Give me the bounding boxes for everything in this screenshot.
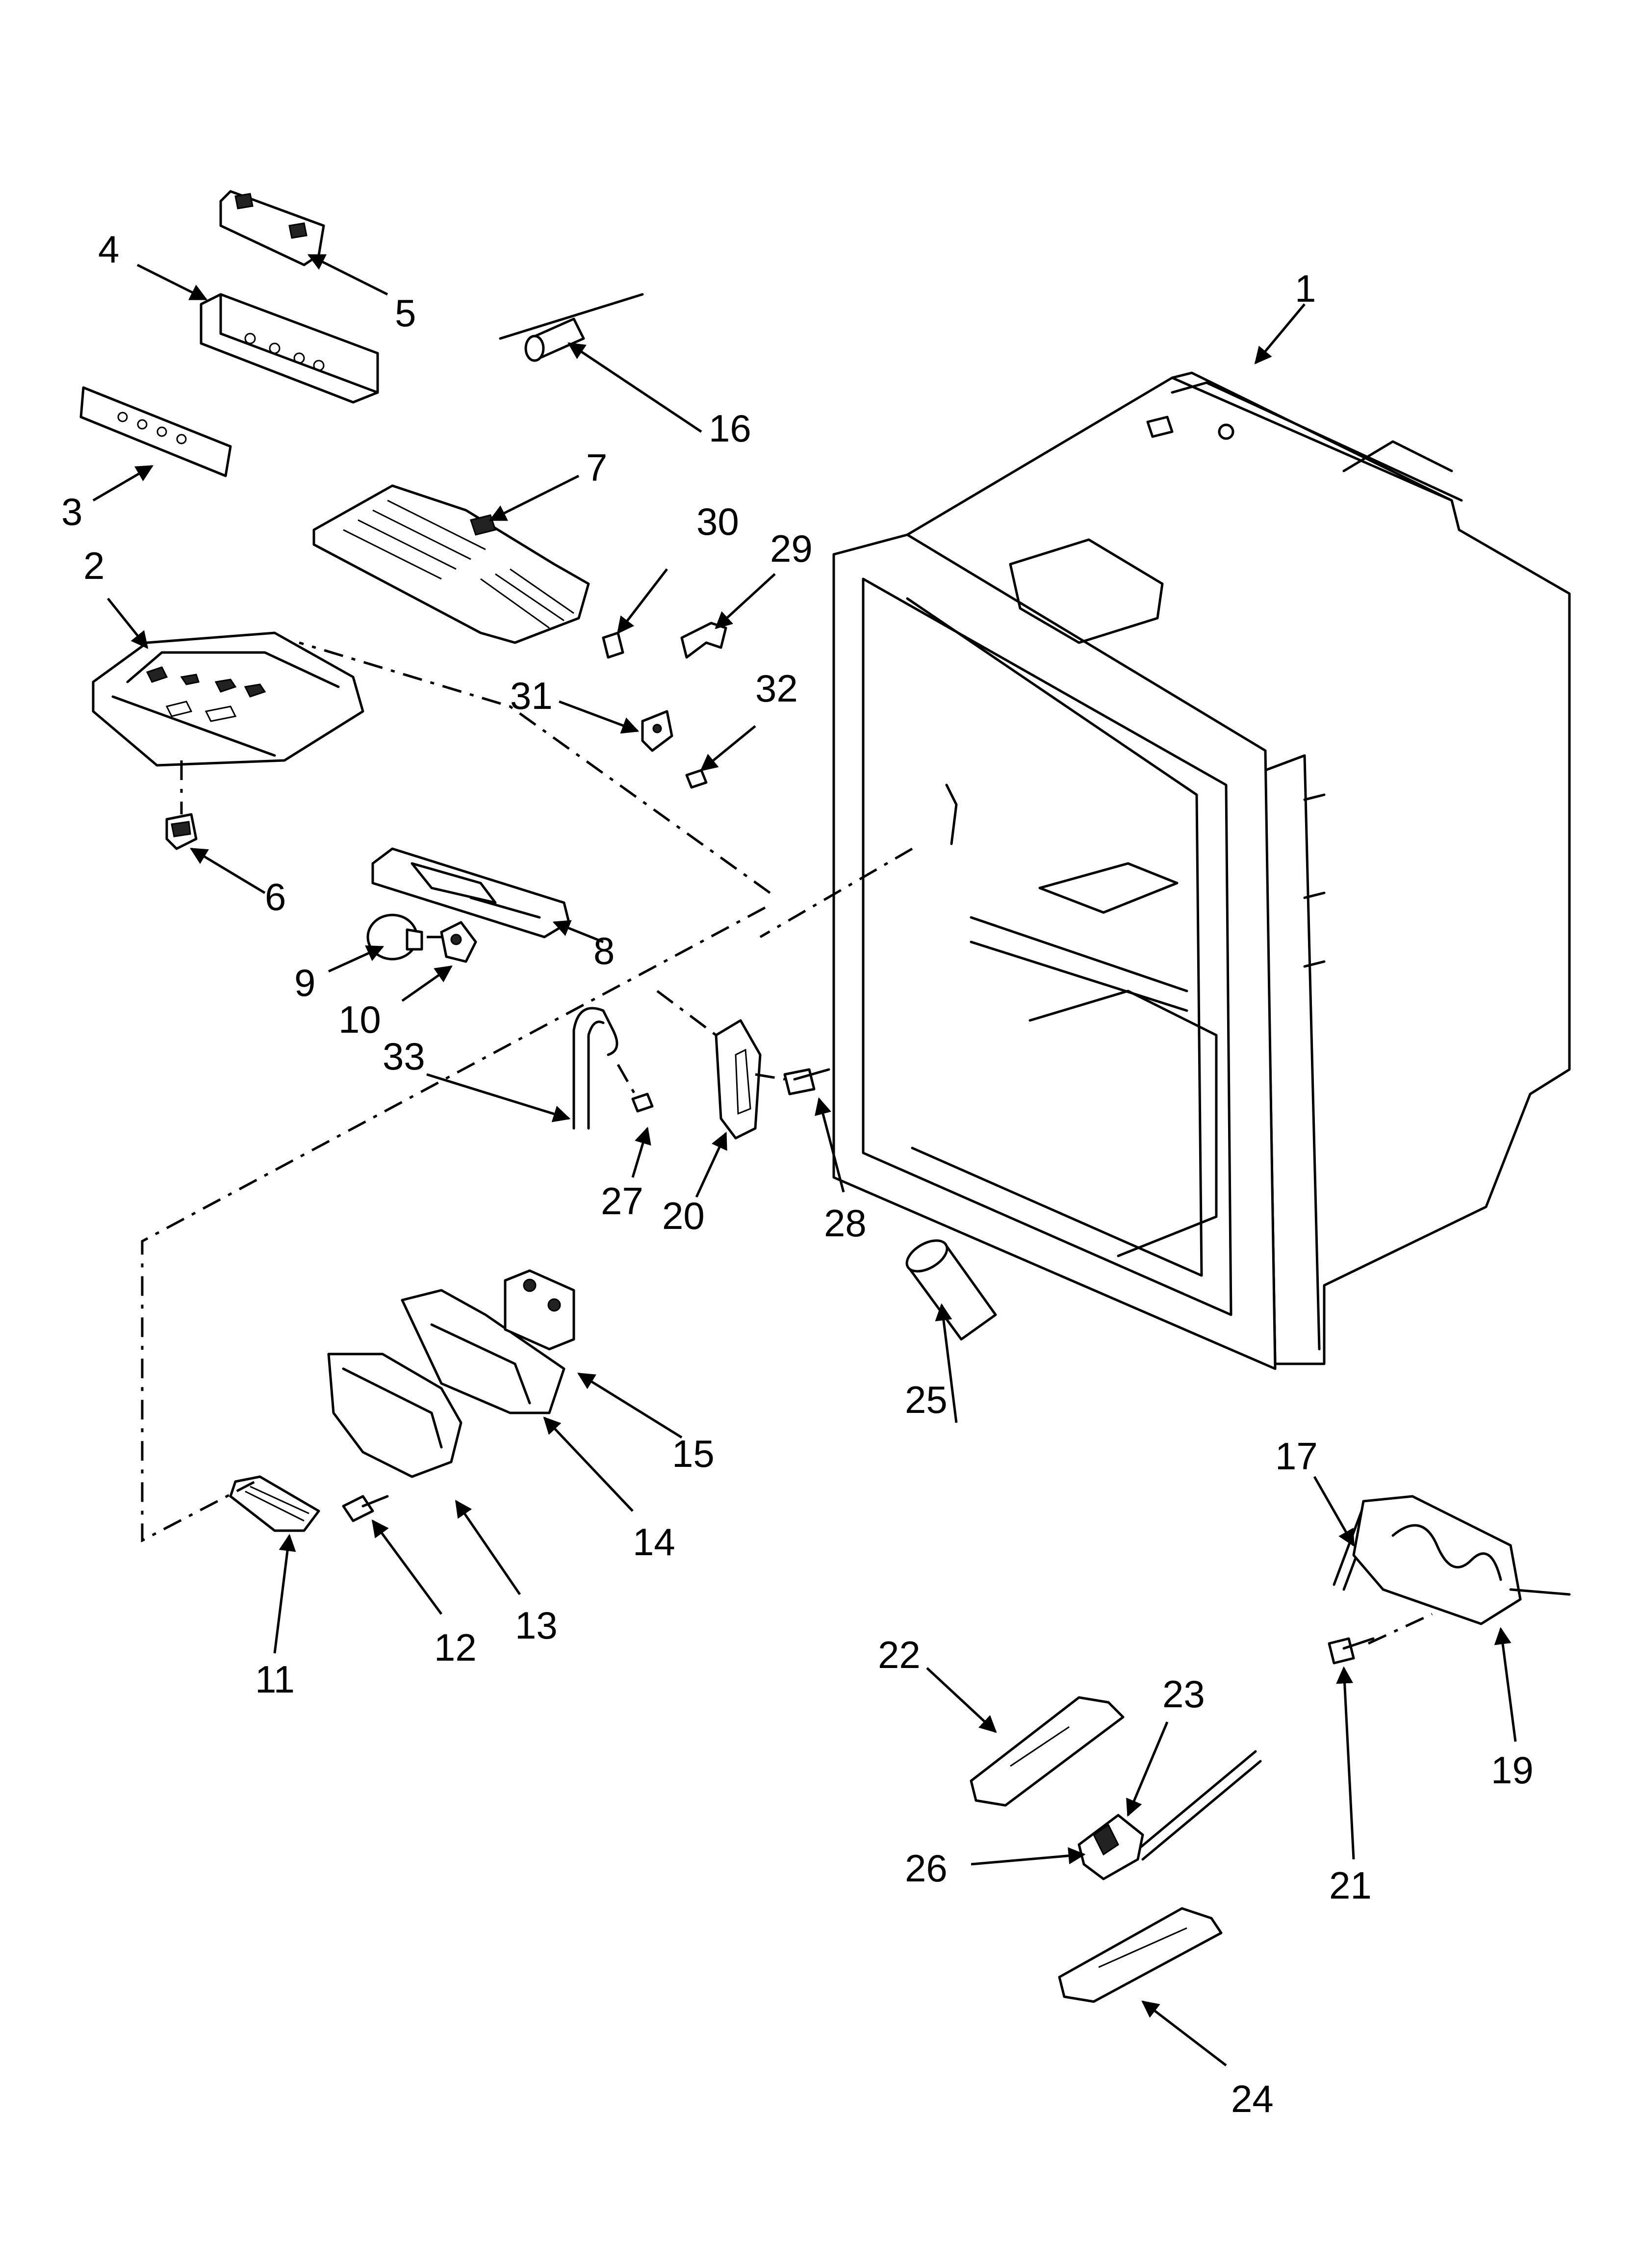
part-16-fuse — [499, 293, 644, 362]
callout-33: 33 — [383, 1035, 425, 1078]
part-22-bracket — [970, 1696, 1125, 1807]
part-33-tube — [572, 1007, 618, 1130]
callout-22: 22 — [878, 1633, 921, 1676]
part-23-line — [1136, 1750, 1262, 1861]
part-6-switch — [165, 813, 198, 850]
callout-31: 31 — [510, 674, 553, 717]
part-7-cover — [312, 484, 590, 644]
callout-15: 15 — [672, 1432, 715, 1475]
callout-25: 25 — [905, 1378, 948, 1421]
part-29-clip — [680, 622, 727, 659]
callout-9: 9 — [294, 961, 315, 1004]
callout-16: 16 — [709, 407, 751, 450]
part-27-clip — [631, 1093, 654, 1113]
callout-3: 3 — [61, 490, 82, 533]
callout-6: 6 — [265, 875, 286, 918]
part-12-screw — [342, 1495, 389, 1522]
callout-20: 20 — [662, 1194, 705, 1237]
callout-30: 30 — [696, 500, 739, 543]
callout-13: 13 — [515, 1604, 558, 1647]
part-25-filter — [905, 1239, 997, 1341]
part-15-valve — [504, 1269, 575, 1351]
callout-labels: 1 2 3 4 5 6 7 8 9 10 11 12 13 14 15 16 1… — [61, 228, 1534, 2120]
part-5-clip — [219, 190, 325, 266]
callout-8: 8 — [593, 929, 615, 972]
callout-14: 14 — [633, 1520, 675, 1564]
callout-23: 23 — [1162, 1672, 1205, 1716]
part-24-bracket — [1058, 1907, 1223, 2003]
part-1-liner — [832, 371, 1571, 1370]
part-21-screw — [1328, 1637, 1375, 1665]
callout-28: 28 — [824, 1201, 867, 1245]
callout-19: 19 — [1491, 1748, 1534, 1792]
callout-24: 24 — [1231, 2077, 1274, 2120]
part-30-clip — [602, 631, 624, 659]
callout-10: 10 — [338, 998, 381, 1041]
part-2-housing — [92, 631, 364, 767]
assembly-lines — [141, 641, 1433, 1645]
part-10-socket — [440, 921, 477, 963]
part-4-bracket — [200, 293, 379, 404]
callout-21: 21 — [1329, 1864, 1372, 1907]
callout-11: 11 — [255, 1658, 295, 1701]
part-26-fitting — [1078, 1814, 1144, 1880]
part-14-housing — [401, 1289, 565, 1414]
callout-7: 7 — [586, 446, 607, 489]
callout-17: 17 — [1275, 1434, 1318, 1478]
part-20-guide — [715, 1019, 762, 1140]
callout-32: 32 — [755, 667, 798, 710]
part-11-trim — [229, 1475, 320, 1532]
leader-arrows — [92, 254, 1517, 2066]
part-31-bracket — [641, 710, 673, 752]
callout-29: 29 — [770, 527, 813, 570]
callout-1: 1 — [1295, 267, 1316, 310]
part-3-overlay — [79, 386, 232, 477]
callout-27: 27 — [601, 1179, 643, 1223]
callout-5: 5 — [395, 291, 416, 335]
callout-12: 12 — [434, 1626, 477, 1669]
callout-26: 26 — [905, 1847, 948, 1890]
part-9-bulb — [366, 913, 423, 961]
part-32-clip — [685, 769, 708, 789]
callout-2: 2 — [83, 544, 104, 587]
part-28-screw — [783, 1068, 830, 1095]
part-19-valve — [1352, 1495, 1571, 1625]
callout-4: 4 — [98, 228, 119, 271]
part-13-housing — [327, 1353, 462, 1478]
